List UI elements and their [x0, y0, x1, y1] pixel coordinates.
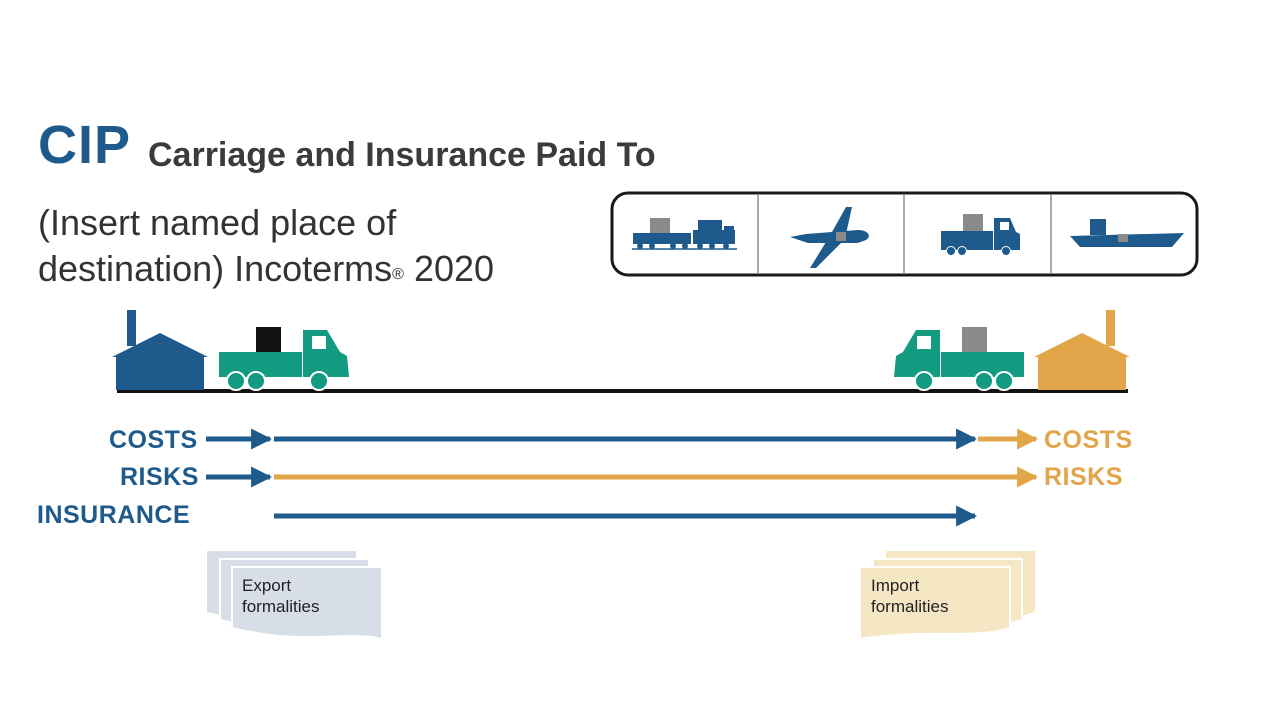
import-line2: formalities: [871, 597, 949, 616]
subtitle-line2: destination) Incoterms: [38, 248, 393, 289]
registered-mark: ®: [392, 266, 404, 283]
plane-icon: [790, 207, 869, 268]
risks-label-buyer: RISKS: [1044, 463, 1123, 491]
risks-label-seller: RISKS: [120, 463, 199, 491]
import-line1: Import: [871, 576, 920, 595]
buyer-warehouse-icon: [1034, 310, 1130, 390]
export-line2: formalities: [242, 597, 320, 616]
subtitle-line1: (Insert named place of: [38, 202, 397, 243]
seller-warehouse-icon: [112, 310, 208, 390]
export-formalities-text: Export formalities: [242, 575, 319, 617]
insurance-label: INSURANCE: [37, 501, 191, 529]
costs-label-seller: COSTS: [109, 426, 198, 454]
import-document-icon: [859, 551, 1035, 641]
incoterm-abbreviation: CIP: [38, 115, 132, 175]
import-formalities-text: Import formalities: [871, 575, 948, 617]
train-icon: [632, 218, 737, 250]
export-document-icon: [207, 551, 383, 641]
costs-label-buyer: COSTS: [1044, 426, 1133, 454]
subtitle-year: 2020: [403, 248, 495, 289]
seller-truck-icon: [219, 327, 349, 391]
incoterm-full-name: Carriage and Insurance Paid To: [148, 136, 656, 174]
ship-icon: [1070, 219, 1184, 247]
buyer-truck-icon: [894, 327, 1024, 391]
export-line1: Export: [242, 576, 292, 595]
truck-icon: [941, 214, 1020, 256]
transport-mode-panel: [610, 191, 1199, 277]
incoterm-subtitle: (Insert named place of destination) Inco…: [38, 200, 598, 292]
